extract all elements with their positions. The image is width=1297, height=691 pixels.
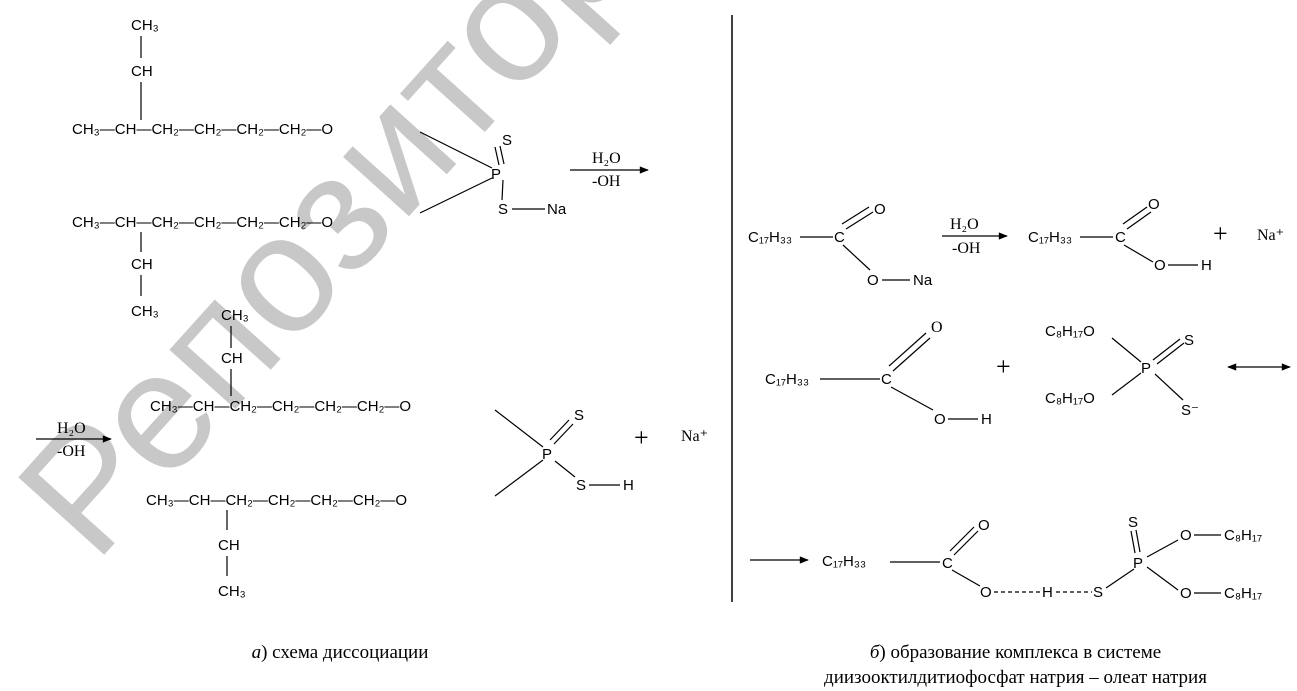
ester-sulfur-single: S [498,201,508,218]
dtp-phosphorus: P [1141,360,1151,377]
oleate-oxygen-single: O [867,272,879,289]
complex-sulfur-double: S [1128,514,1138,531]
acid1-alkyl: C₁₇H₃₃ [1028,229,1072,246]
acid-branch-ch-bottom: CH [218,537,240,554]
ester-chain-1: CH₃—CH—CH₂—CH₂—CH₂—CH₂—O [72,121,333,138]
sodium-ion-right: Na⁺ [1257,227,1284,244]
acid-molecule: CH₃ CH CH₃—CH—CH₂—CH₂—CH₂—CH₂—O CH₃—CH—C… [146,307,708,600]
caption-b-letter: б [869,642,880,663]
caption-b: б) образование комплекса в системе диизо… [738,640,1293,690]
caption-b-text-1: ) образование комплекса в системе [879,642,1162,663]
acid-sulfur-single: S [576,477,586,494]
acid2-oxygen-single: O [934,411,946,428]
complex-phosphorus: P [1133,555,1143,572]
ester-molecule: CH₃ CH CH₃—CH—CH₂—CH₂—CH₂—CH₂—O CH₃—CH—C… [72,17,567,320]
arrow2-water: H₂O [57,420,86,437]
plus-sign-right-1: + [1213,219,1228,248]
ester-branch-ch: CH [131,63,153,80]
oleate-carbon: C [834,229,845,246]
acid2-hydrogen: H [981,411,992,428]
arrow2-hydroxyl: -OH [57,443,86,460]
complex-carbon: C [942,555,953,572]
ester-branch-ch-bottom: CH [131,256,153,273]
acid2-oxygen-double: O [931,319,943,336]
caption-b-text-2: диизооктилдитиофосфат натрия – олеат нат… [824,667,1207,688]
acid1-oxygen-single: O [1154,257,1166,274]
dtp-octyloxy-top: C₈H₁₇O [1045,323,1095,340]
acid2-alkyl: C₁₇H₃₃ [765,371,809,388]
acid-branch-ch3-bottom: CH₃ [218,583,246,600]
ester-chain-2: CH₃—CH—CH₂—CH₂—CH₂—CH₂—O [72,214,333,231]
ester-sulfur-double: S [502,132,512,149]
acid-phosphorus: P [542,446,552,463]
dtp-sulfur-double: S [1184,332,1194,349]
dtp-sulfur-anion: S⁻ [1181,402,1199,419]
ester-branch-ch3: CH₃ [131,17,159,34]
acid-sulfur-double: S [574,407,584,424]
oleate-sodium: Na [913,272,933,289]
hydrolysis-arrow-2: H₂O -OH [36,420,112,460]
complex-octyl-bottom: C₈H₁₇ [1224,585,1262,602]
dithiophosphate-anion: C₈H₁₇O C₈H₁₇O P S S⁻ [1045,323,1291,419]
caption-a: а) схема диссоциации [160,640,520,665]
plus-sign-left: + [634,423,649,452]
complex-oxygen-bottom: O [1180,585,1192,602]
complex-oxygen-double: O [978,517,990,534]
arrow1-hydroxyl: -OH [592,173,621,190]
complex-sulfur: S [1093,584,1103,601]
complex-oxygen-top: O [1180,527,1192,544]
oleic-acid-reactant: C₁₇H₃₃ C O O H + [765,319,1011,428]
complex-octyl-top: C₈H₁₇ [1224,527,1262,544]
acid1-oxygen-double: O [1148,196,1160,213]
hydrolysis-arrow-3: H₂O -OH [942,216,1008,257]
caption-a-letter: а [251,642,262,663]
acid1-carbon: C [1115,229,1126,246]
acid2-carbon: C [881,371,892,388]
oleic-acid-product: C₁₇H₃₃ C O O H + Na⁺ [1028,196,1284,274]
complex-hydrogen: H [1042,584,1053,601]
acid-hydrogen: H [623,477,634,494]
oleate-alkyl: C₁₇H₃₃ [748,229,792,246]
acid-chain-1: CH₃—CH—CH₂—CH₂—CH₂—CH₂—O [150,398,411,415]
complex-oxygen-single: O [980,584,992,601]
hydrolysis-arrow-1: H₂O -OH [570,150,649,190]
caption-a-text: ) схема диссоциации [261,642,429,663]
complex-alkyl: C₁₇H₃₃ [822,553,866,570]
oleate-oxygen-double: O [874,201,886,218]
arrow1-water: H₂O [592,150,621,167]
ester-sodium: Na [547,201,567,218]
acid1-hydrogen: H [1201,257,1212,274]
ester-branch-ch3-bottom: CH₃ [131,303,159,320]
acid-branch-ch: CH [221,350,243,367]
arrow3-hydroxyl: -OH [952,240,981,257]
plus-sign-right-2: + [996,352,1011,381]
sodium-ion-left: Na⁺ [681,428,708,445]
acid-branch-ch3: CH₃ [221,307,249,324]
dtp-octyloxy-bottom: C₈H₁₇O [1045,390,1095,407]
complex-product: C₁₇H₃₃ C O O H S P S O C₈H₁₇ O C₈H₁₇ [750,514,1262,602]
ester-phosphorus: P [491,166,501,183]
sodium-oleate: C₁₇H₃₃ C O O Na [748,201,933,289]
acid-chain-2: CH₃—CH—CH₂—CH₂—CH₂—CH₂—O [146,492,407,509]
arrow3-water: H₂O [950,216,979,233]
